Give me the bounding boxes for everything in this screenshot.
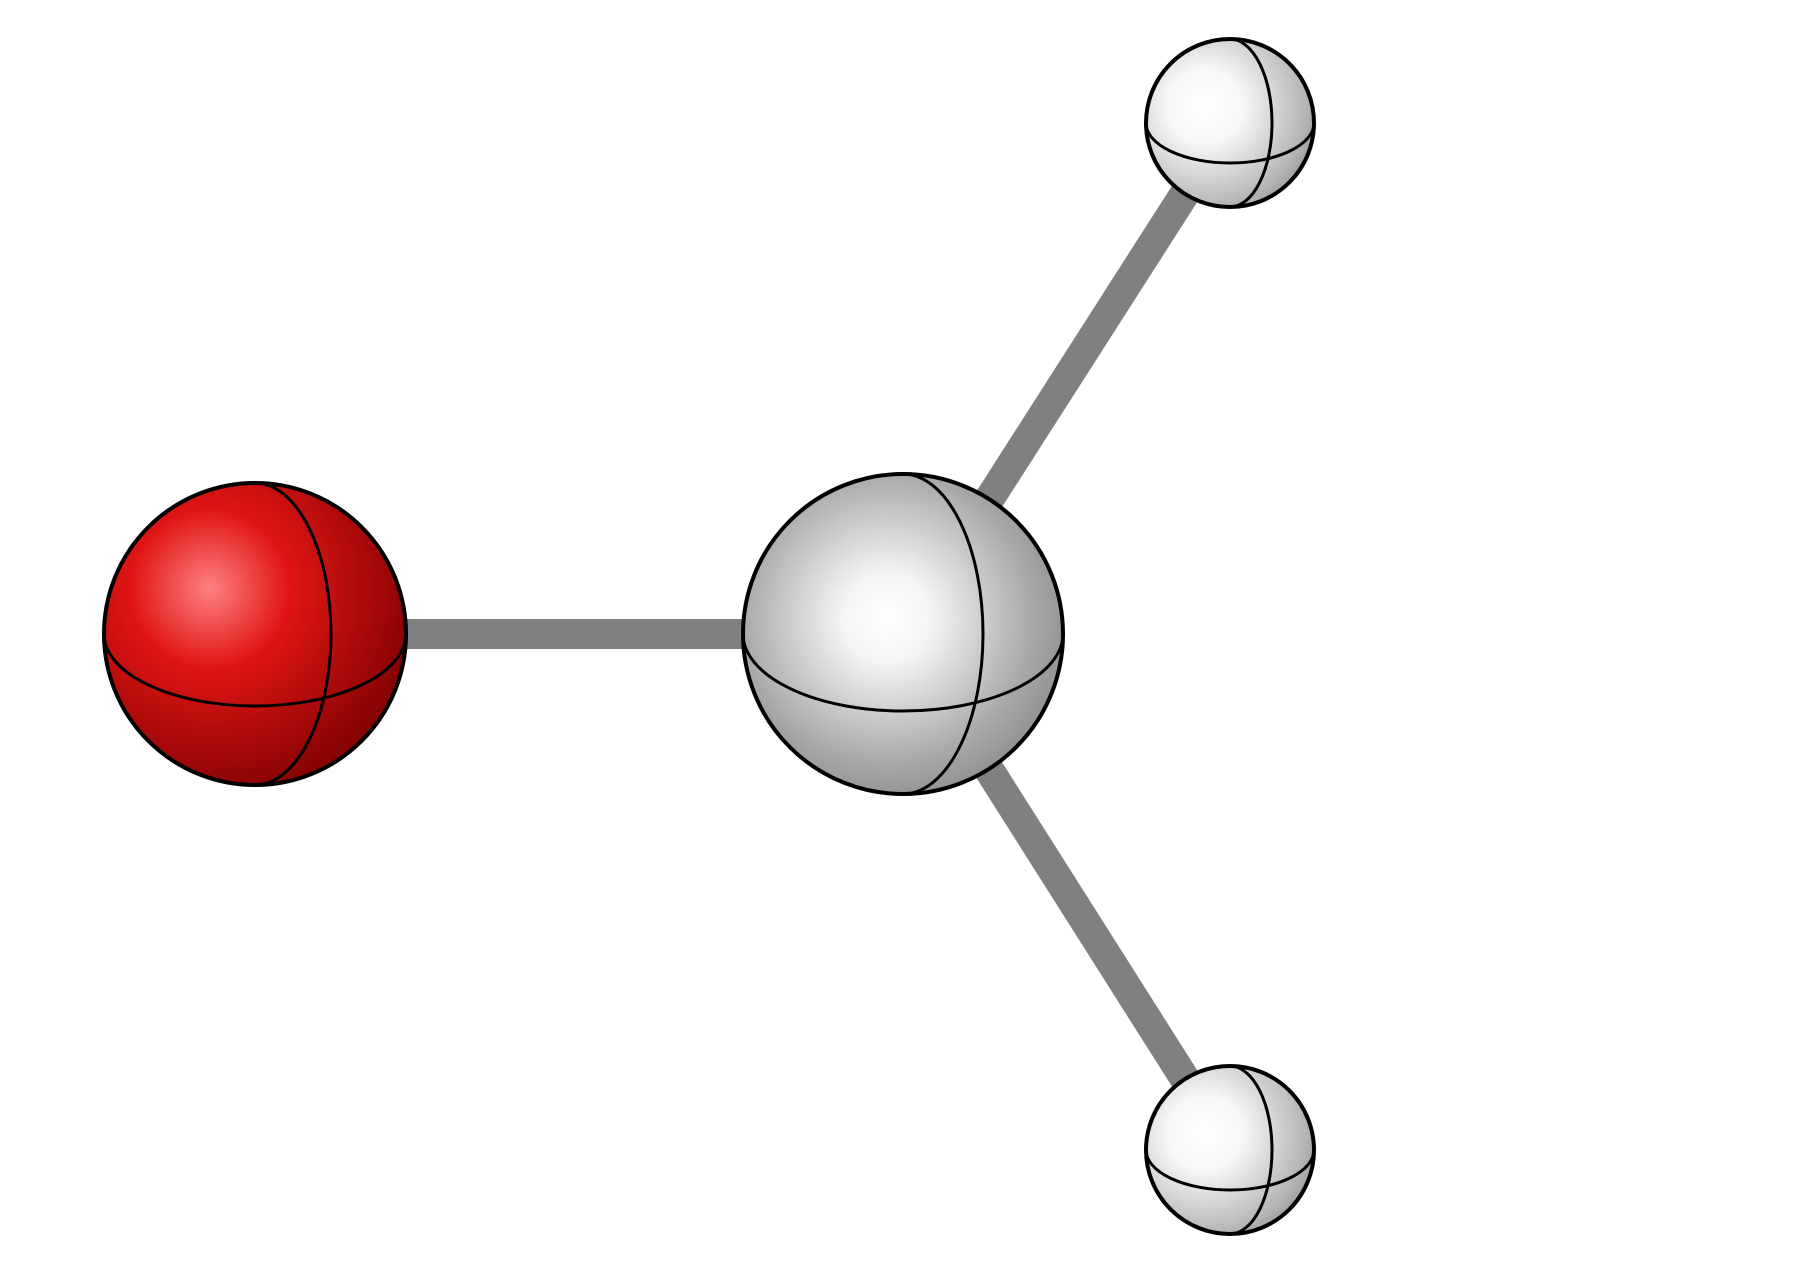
atom-sphere (1144, 37, 1316, 209)
atom-equator-line (743, 633, 1063, 713)
atom-meridian-line (254, 483, 333, 785)
atom-H2 (1144, 1064, 1316, 1236)
atom-O1 (102, 481, 408, 787)
atoms-layer (102, 37, 1316, 1236)
atom-H1 (1144, 37, 1316, 209)
atom-sphere (102, 481, 408, 787)
atom-equator-line (1146, 1149, 1314, 1192)
atom-meridian-line (1229, 1066, 1274, 1234)
atom-sphere (741, 472, 1065, 796)
atom-C1 (741, 472, 1065, 796)
atom-meridian-line (1229, 39, 1274, 207)
atom-meridian-line (902, 474, 985, 794)
atom-equator-line (1146, 122, 1314, 165)
atom-sphere (1144, 1064, 1316, 1236)
atom-equator-line (104, 633, 406, 708)
